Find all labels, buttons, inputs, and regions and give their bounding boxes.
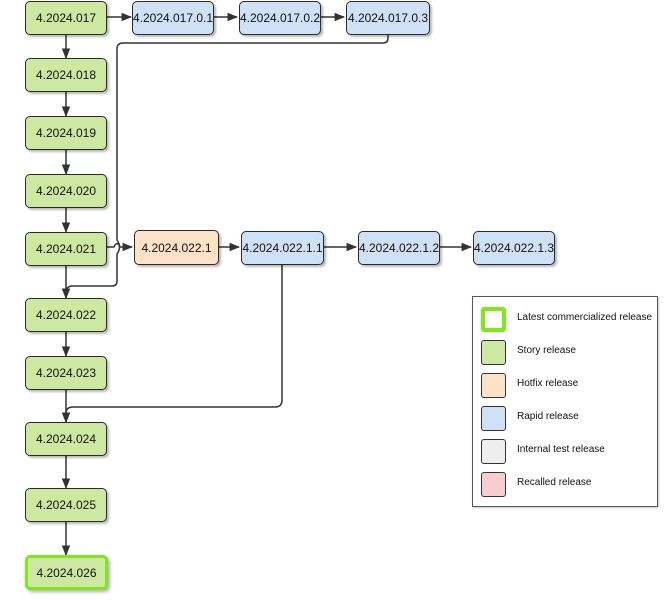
node-4-2024-023[interactable]: 4.2024.023 bbox=[25, 356, 107, 390]
node-4-2024-024[interactable]: 4.2024.024 bbox=[25, 422, 107, 456]
node-4-2024-022-1-1[interactable]: 4.2024.022.1.1 bbox=[241, 231, 324, 265]
node-4-2024-017[interactable]: 4.2024.017 bbox=[25, 1, 107, 35]
legend-label-story: Story release bbox=[517, 345, 576, 356]
edge-021-0221 bbox=[107, 242, 134, 252]
legend-swatch-latest bbox=[481, 307, 506, 332]
node-4-2024-020[interactable]: 4.2024.020 bbox=[25, 174, 107, 208]
node-4-2024-026-latest[interactable]: 4.2024.026 bbox=[25, 555, 108, 590]
node-4-2024-017-0-1[interactable]: 4.2024.017.0.1 bbox=[132, 1, 214, 35]
legend-row-hotfix: Hotfix release bbox=[473, 372, 659, 400]
legend-label-latest: Latest commercialized release bbox=[517, 312, 653, 323]
node-4-2024-021[interactable]: 4.2024.021 bbox=[25, 232, 107, 266]
legend-row-story: Story release bbox=[473, 339, 659, 367]
legend-swatch-internal bbox=[481, 439, 506, 464]
legend-row-latest: Latest commercialized release bbox=[473, 306, 659, 334]
legend-row-recalled: Recalled release bbox=[473, 471, 659, 499]
legend-swatch-rapid bbox=[481, 406, 506, 431]
node-4-2024-018[interactable]: 4.2024.018 bbox=[25, 58, 107, 92]
legend-swatch-hotfix bbox=[481, 373, 506, 398]
legend-label-rapid: Rapid release bbox=[517, 411, 579, 422]
edge-0173-merge-022 bbox=[61, 35, 389, 300]
edge-02211-merge-024 bbox=[61, 265, 283, 424]
legend-label-internal: Internal test release bbox=[517, 444, 605, 455]
node-4-2024-022-1-2[interactable]: 4.2024.022.1.2 bbox=[358, 231, 440, 265]
node-4-2024-022-1-3[interactable]: 4.2024.022.1.3 bbox=[473, 231, 555, 265]
node-4-2024-017-0-2[interactable]: 4.2024.017.0.2 bbox=[239, 1, 321, 35]
node-4-2024-017-0-3[interactable]: 4.2024.017.0.3 bbox=[346, 1, 430, 35]
node-4-2024-019[interactable]: 4.2024.019 bbox=[25, 116, 107, 150]
legend-label-recalled: Recalled release bbox=[517, 477, 592, 488]
node-4-2024-025[interactable]: 4.2024.025 bbox=[25, 488, 107, 522]
legend-row-rapid: Rapid release bbox=[473, 405, 659, 433]
legend-row-internal: Internal test release bbox=[473, 438, 659, 466]
node-4-2024-022[interactable]: 4.2024.022 bbox=[25, 298, 107, 332]
legend-swatch-story bbox=[481, 340, 506, 365]
legend-swatch-recalled bbox=[481, 472, 506, 497]
node-4-2024-022-1[interactable]: 4.2024.022.1 bbox=[134, 230, 219, 265]
legend-label-hotfix: Hotfix release bbox=[517, 378, 579, 389]
legend: Latest commercialized release Story rele… bbox=[472, 296, 658, 507]
